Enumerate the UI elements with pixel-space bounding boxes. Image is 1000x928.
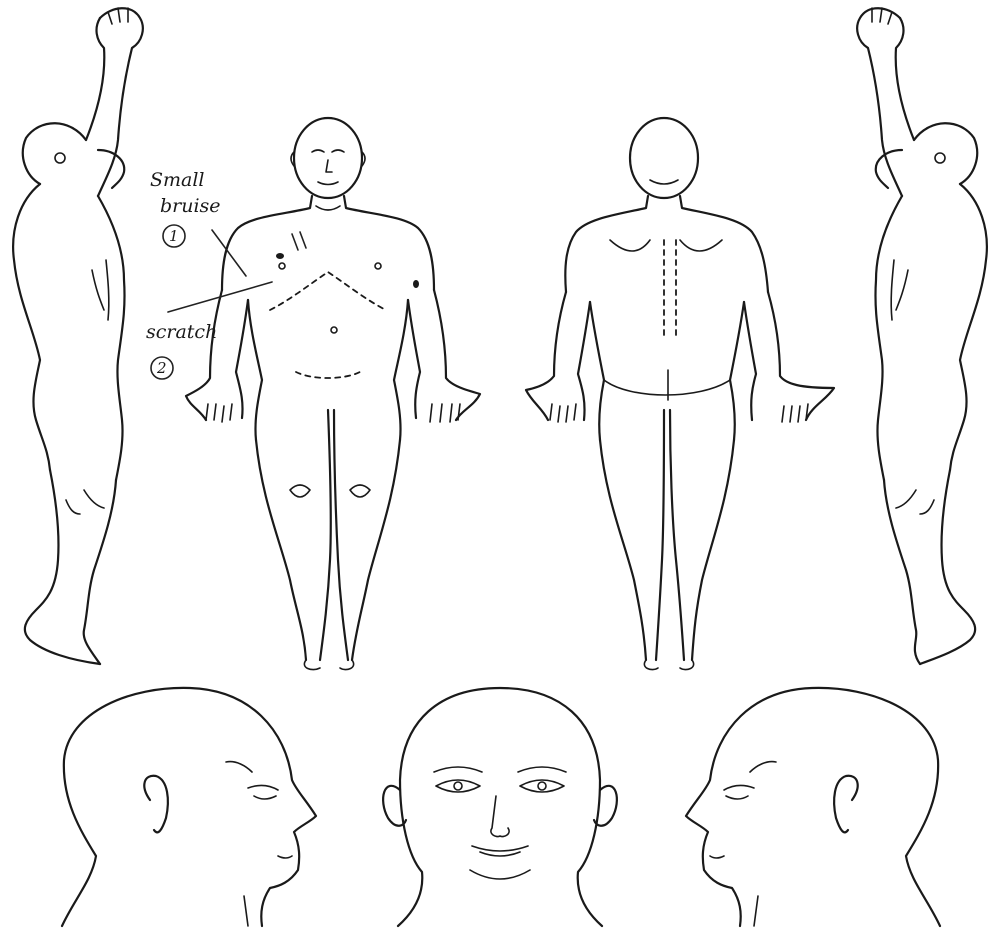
body-side-right-view: [857, 8, 987, 664]
body-front-view: [186, 118, 480, 670]
annotation-1-text-line2: bruise: [160, 195, 221, 217]
annotation-2-text: scratch: [146, 321, 217, 343]
head-front-view: [383, 688, 617, 926]
body-side-left-view: [13, 8, 143, 664]
annotation-1-text-line1: Small: [150, 169, 205, 191]
annotation-2-scratch-marks: [292, 232, 306, 250]
annotation-1-pointer-line: [212, 230, 246, 276]
annotation-2-pointer-line: [168, 282, 272, 312]
annotation-1-number: 1: [169, 227, 179, 245]
annotation-mark-arm: [413, 280, 419, 288]
annotation-1-mark: [276, 253, 284, 259]
body-back-view: [526, 118, 834, 670]
annotation-2-number: 2: [156, 359, 167, 377]
head-left-profile-view: [686, 688, 940, 926]
annotation-1: Small bruise 1: [150, 169, 419, 288]
head-right-profile-view: [62, 688, 316, 926]
